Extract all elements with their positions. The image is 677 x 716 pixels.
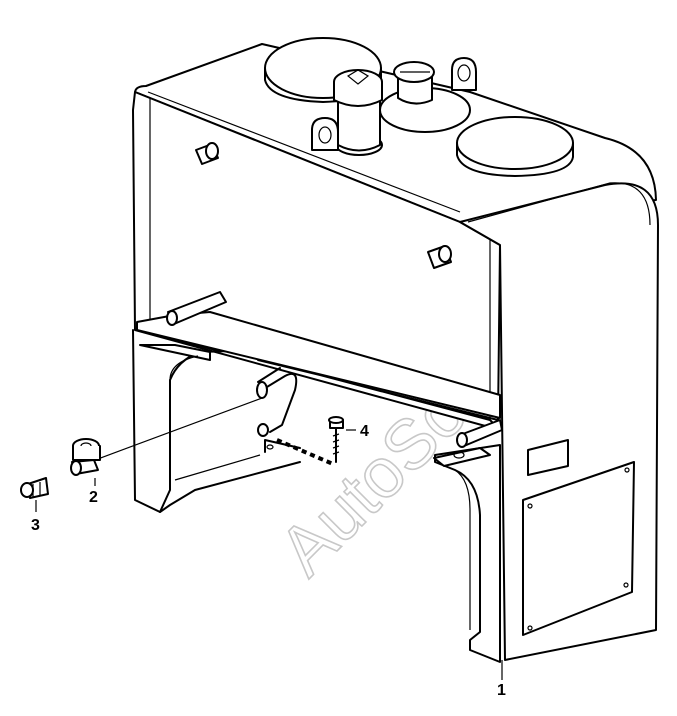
callout-2: 2 xyxy=(89,489,98,506)
mounting-dashed-line xyxy=(276,438,334,466)
drain-hose xyxy=(256,367,298,437)
breather-cap xyxy=(379,61,471,133)
lifting-eye-right xyxy=(451,57,477,91)
part-2-elbow-fitting xyxy=(70,438,101,476)
lower-frame-right xyxy=(434,444,501,663)
front-boss-right xyxy=(427,245,452,269)
support-rod-right xyxy=(456,419,503,448)
part-4-bolt xyxy=(328,416,344,463)
filler-neck xyxy=(333,69,383,156)
part-3-plug xyxy=(20,477,49,499)
callout-3: 3 xyxy=(31,517,40,534)
side-block xyxy=(527,439,569,476)
mounting-bracket-bottom xyxy=(264,439,491,467)
lifting-eye-left xyxy=(311,117,339,151)
support-rod-left xyxy=(166,291,227,326)
access-cover-plate xyxy=(522,461,635,636)
callout-1: 1 xyxy=(497,682,506,699)
callout-4: 4 xyxy=(360,423,369,440)
leader-line-2 xyxy=(94,397,263,461)
top-cover-right xyxy=(456,116,574,177)
front-boss-left xyxy=(195,142,219,165)
